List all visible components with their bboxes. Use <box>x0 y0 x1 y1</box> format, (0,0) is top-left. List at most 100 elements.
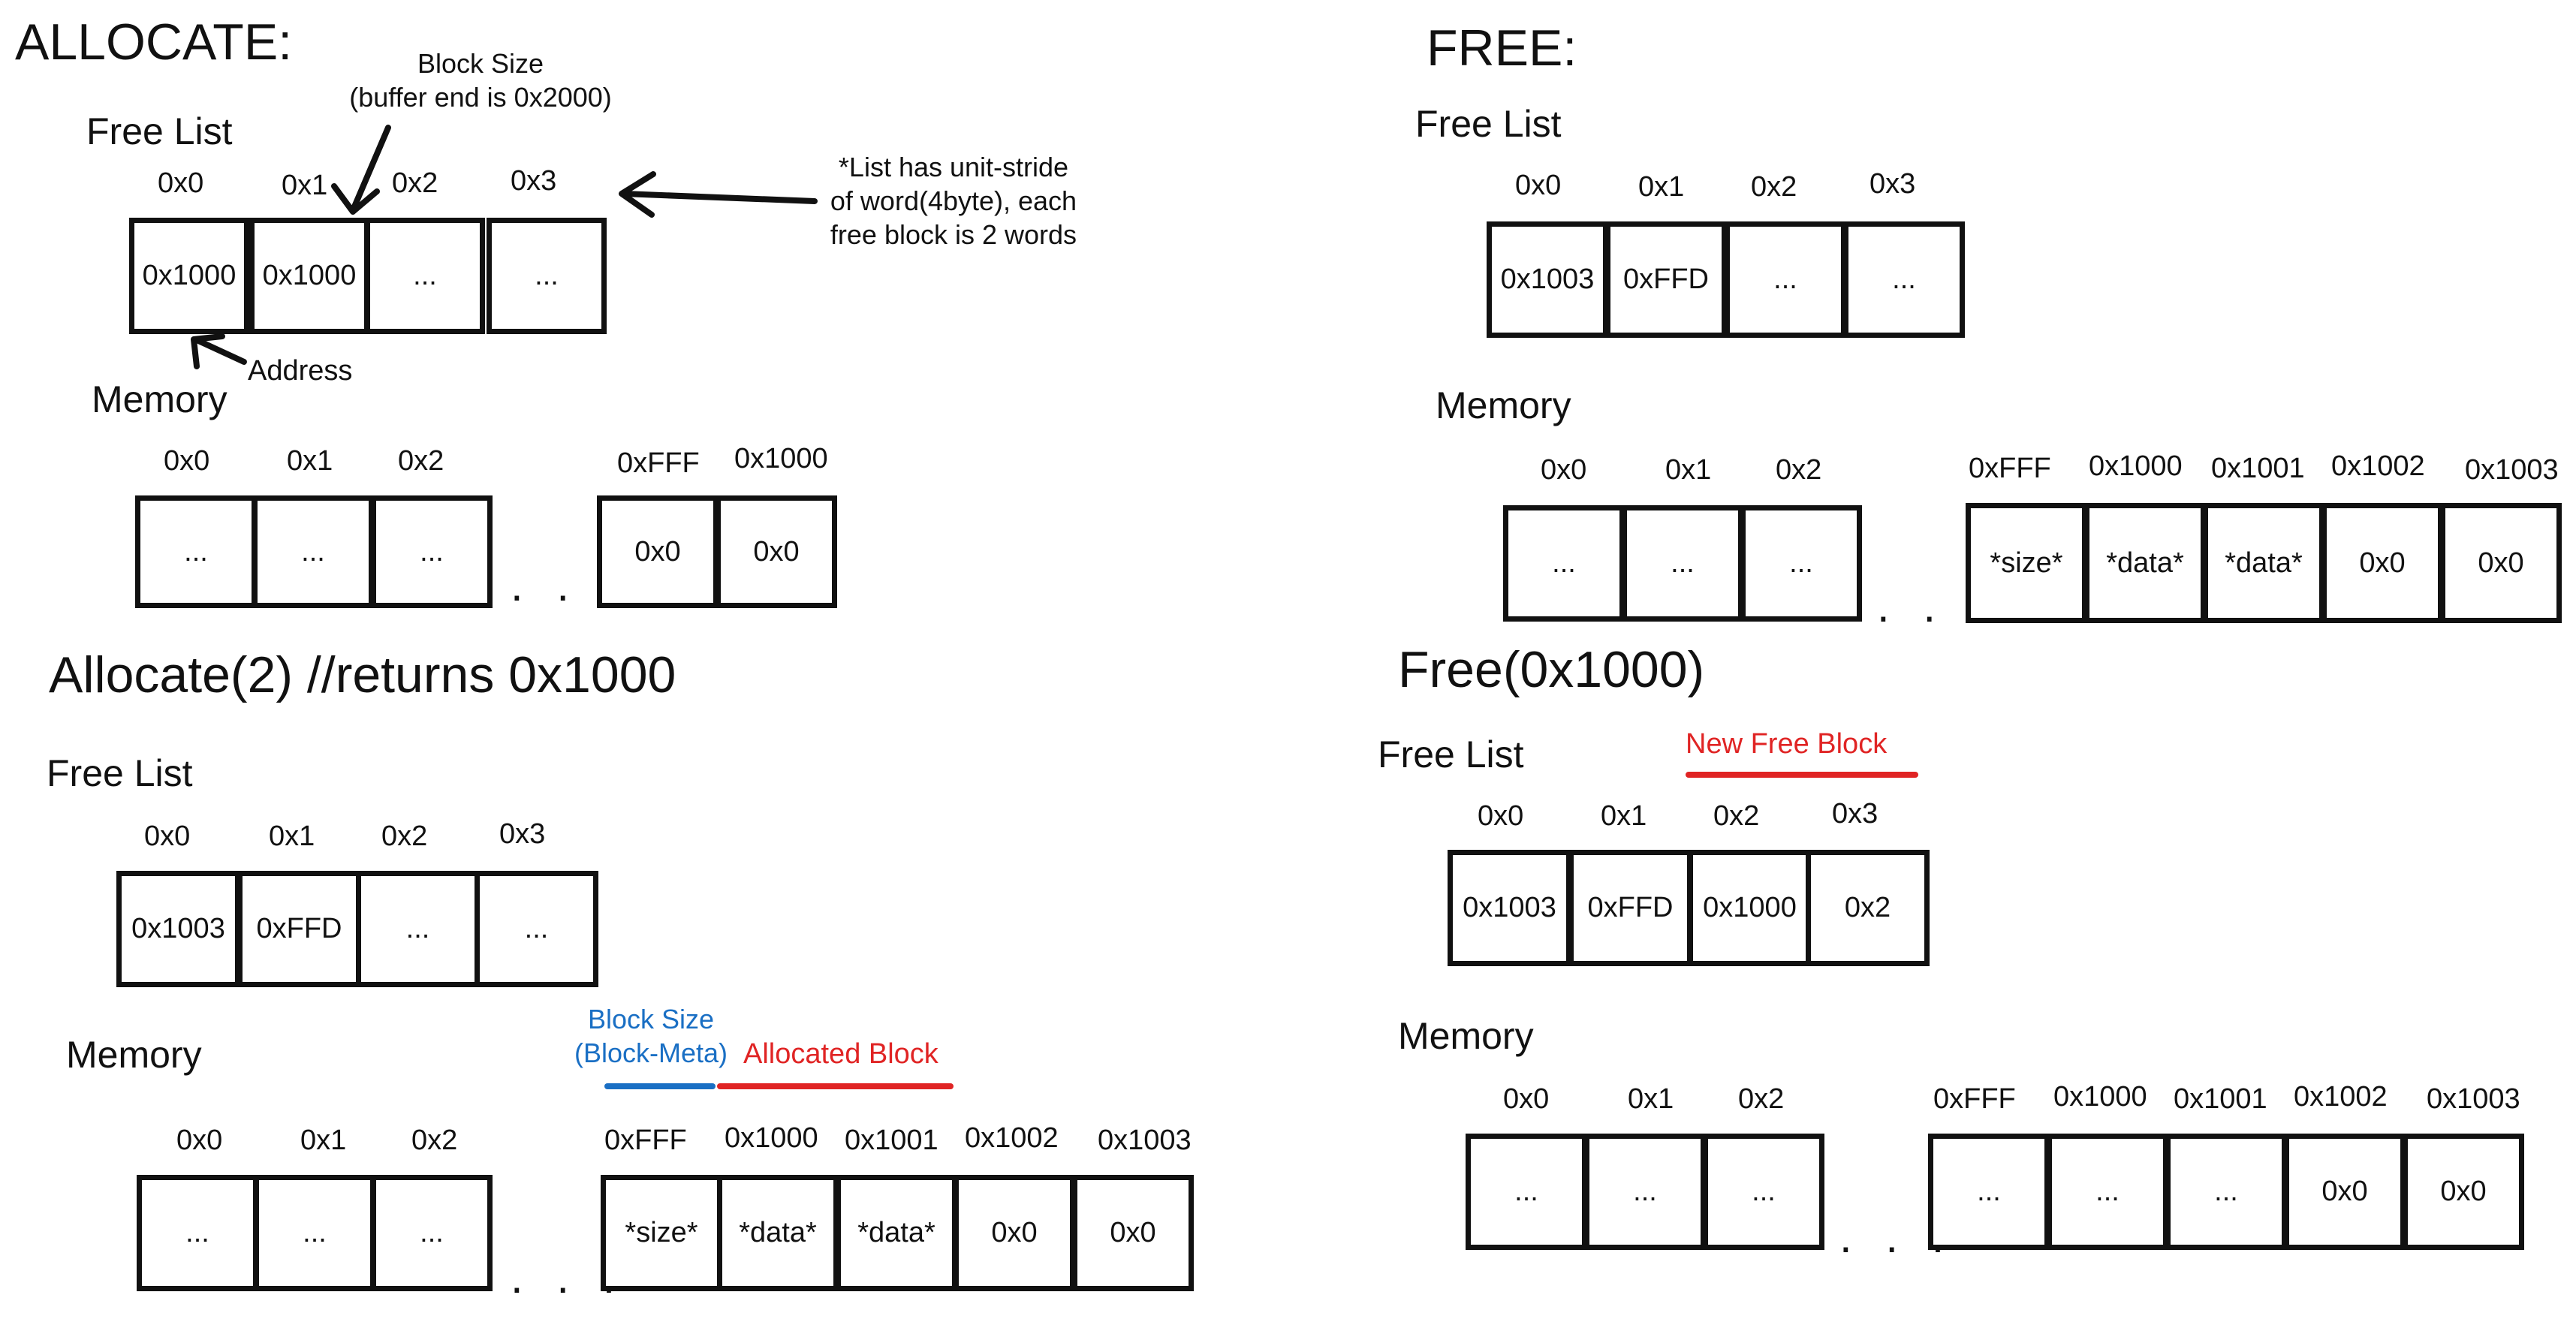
memory-gap-ellipsis: . . . <box>511 1252 626 1302</box>
free-result-memory-cell: 0x0 <box>2403 1134 2524 1250</box>
free-memory-address: 0x0 <box>1541 454 1587 486</box>
allocate-memory-cell: ... <box>371 495 493 608</box>
free-freelist-address: 0x1 <box>1638 171 1685 203</box>
free-result-freelist-cell: 0x1000 <box>1688 850 1812 966</box>
free-memory-cell: 0x0 <box>2440 503 2562 623</box>
free-memory-cell: ... <box>1622 505 1743 622</box>
allocate-memory-address: 0x1000 <box>734 443 828 474</box>
free-result-freelist-cell: 0xFFD <box>1568 850 1692 966</box>
allocate-freelist-address: 0x3 <box>511 165 557 197</box>
free-freelist-label: Free List <box>1415 103 1562 145</box>
free-result-freelist-address: 0x3 <box>1832 798 1879 830</box>
allocate-memory-label: Memory <box>92 378 227 420</box>
allocate-result-memory-label: Memory <box>66 1034 202 1076</box>
free-memory-address: 0x1002 <box>2331 450 2425 482</box>
allocate-result-memory-address: 0x1 <box>300 1125 347 1156</box>
allocate-freelist-address: 0x2 <box>392 167 438 199</box>
block-size-arrow <box>331 125 391 215</box>
allocate-title: ALLOCATE: <box>15 14 293 71</box>
new-free-block-note: New Free Block <box>1686 728 1888 760</box>
free-title: FREE: <box>1427 20 1577 77</box>
allocate-result-memory-cell: 0x0 <box>954 1175 1075 1291</box>
free-memory-address: 0x1 <box>1665 454 1712 486</box>
allocated-block-note: Allocated Block <box>743 1038 939 1070</box>
list-stride-note: *List has unit-stride of word(4byte), ea… <box>830 152 1077 250</box>
free-memory-address: 0x2 <box>1776 454 1822 486</box>
block-size-note: Block Size (buffer end is 0x2000) <box>349 48 612 113</box>
new-free-block-underline <box>1686 772 1918 778</box>
free-freelist-cell: 0x1003 <box>1487 221 1608 338</box>
free-freelist-cell: ... <box>1843 221 1965 338</box>
allocate-result-memory-cell: ... <box>254 1175 375 1291</box>
allocate-result-freelist-address: 0x2 <box>381 821 428 852</box>
allocate-memory-address: 0xFFF <box>617 447 700 479</box>
free-result-freelist-label: Free List <box>1378 733 1524 775</box>
free-memory-label: Memory <box>1436 384 1571 426</box>
allocate-freelist-cell: 0x1000 <box>129 218 249 334</box>
free-result-memory-label: Memory <box>1398 1015 1534 1057</box>
allocate-memory-address: 0x0 <box>164 445 210 477</box>
address-note: Address <box>248 355 353 387</box>
address-arrow <box>191 333 247 369</box>
free-memory-cell: *data* <box>2203 503 2324 623</box>
allocate-freelist-label: Free List <box>86 110 233 152</box>
free-memory-cell: *data* <box>2084 503 2206 623</box>
allocate-memory-address: 0x2 <box>398 445 444 477</box>
allocate-result-freelist-address: 0x0 <box>144 821 191 852</box>
free-result-memory-address: 0x1002 <box>2294 1081 2388 1113</box>
free-memory-cell: ... <box>1503 505 1625 622</box>
free-result-memory-address: 0x1000 <box>2053 1081 2147 1113</box>
allocate-freelist-cell: ... <box>365 218 485 334</box>
allocated-block-underline <box>717 1083 954 1089</box>
allocate-memory-address: 0x1 <box>287 445 333 477</box>
free-result-freelist-cell: 0x1003 <box>1448 850 1571 966</box>
allocate-memory-cell: 0x0 <box>597 495 719 608</box>
block-meta-note: Block Size (Block-Meta) <box>574 1004 728 1068</box>
allocate-result-freelist-address: 0x1 <box>269 821 315 852</box>
allocate-result-memory-address: 0xFFF <box>604 1125 687 1156</box>
free-result-memory-cell: ... <box>1584 1134 1706 1250</box>
free-result-memory-cell: ... <box>1466 1134 1587 1250</box>
allocate-memory-cell: ... <box>135 495 257 608</box>
free-result-memory-address: 0x0 <box>1503 1083 1550 1115</box>
allocate-freelist-address: 0x0 <box>158 167 204 199</box>
allocate-memory-cell: ... <box>252 495 374 608</box>
free-freelist-cell: 0xFFD <box>1605 221 1727 338</box>
free-memory-address: 0x1001 <box>2211 453 2305 484</box>
free-result-memory-address: 0xFFF <box>1933 1083 2016 1115</box>
free-memory-address: 0xFFF <box>1969 453 2051 484</box>
allocate-freelist-address: 0x1 <box>282 170 328 201</box>
free-result-memory-cell: ... <box>1703 1134 1824 1250</box>
allocate-result-memory-cell: 0x0 <box>1072 1175 1194 1291</box>
free-result-memory-address: 0x1001 <box>2174 1083 2267 1115</box>
free-result-memory-address: 0x1003 <box>2427 1083 2520 1115</box>
allocate-result-memory-cell: ... <box>371 1175 493 1291</box>
allocate-result-memory-address: 0x1000 <box>725 1122 818 1154</box>
free-result-memory-address: 0x2 <box>1738 1083 1785 1115</box>
list-note-arrow <box>619 171 818 218</box>
free-result-title: Free(0x1000) <box>1398 641 1705 698</box>
allocate-result-freelist-cell: 0x1003 <box>116 871 240 987</box>
memory-gap-ellipsis: . . . <box>1839 1212 1955 1262</box>
block-meta-underline <box>604 1083 716 1089</box>
free-result-freelist-address: 0x2 <box>1713 800 1760 832</box>
allocate-result-memory-address: 0x1001 <box>845 1125 939 1156</box>
allocate-result-freelist-cell: ... <box>356 871 480 987</box>
allocate-result-memory-address: 0x1002 <box>965 1122 1059 1154</box>
free-memory-cell: 0x0 <box>2321 503 2443 623</box>
allocate-result-memory-address: 0x1003 <box>1098 1125 1192 1156</box>
free-result-memory-cell: ... <box>2047 1134 2168 1250</box>
free-memory-address: 0x1003 <box>2465 454 2559 486</box>
free-memory-address: 0x1000 <box>2089 450 2183 482</box>
allocate-freelist-cell: ... <box>487 218 607 334</box>
free-memory-cell: ... <box>1740 505 1862 622</box>
free-freelist-address: 0x3 <box>1869 168 1916 200</box>
allocate-memory-cell: 0x0 <box>716 495 837 608</box>
allocate-result-freelist-label: Free List <box>47 752 193 794</box>
free-result-freelist-cell: 0x2 <box>1806 850 1930 966</box>
free-result-freelist-address: 0x0 <box>1478 800 1524 832</box>
free-freelist-address: 0x2 <box>1751 171 1797 203</box>
free-memory-cell: *size* <box>1966 503 2087 623</box>
allocate-result-memory-address: 0x0 <box>176 1125 223 1156</box>
